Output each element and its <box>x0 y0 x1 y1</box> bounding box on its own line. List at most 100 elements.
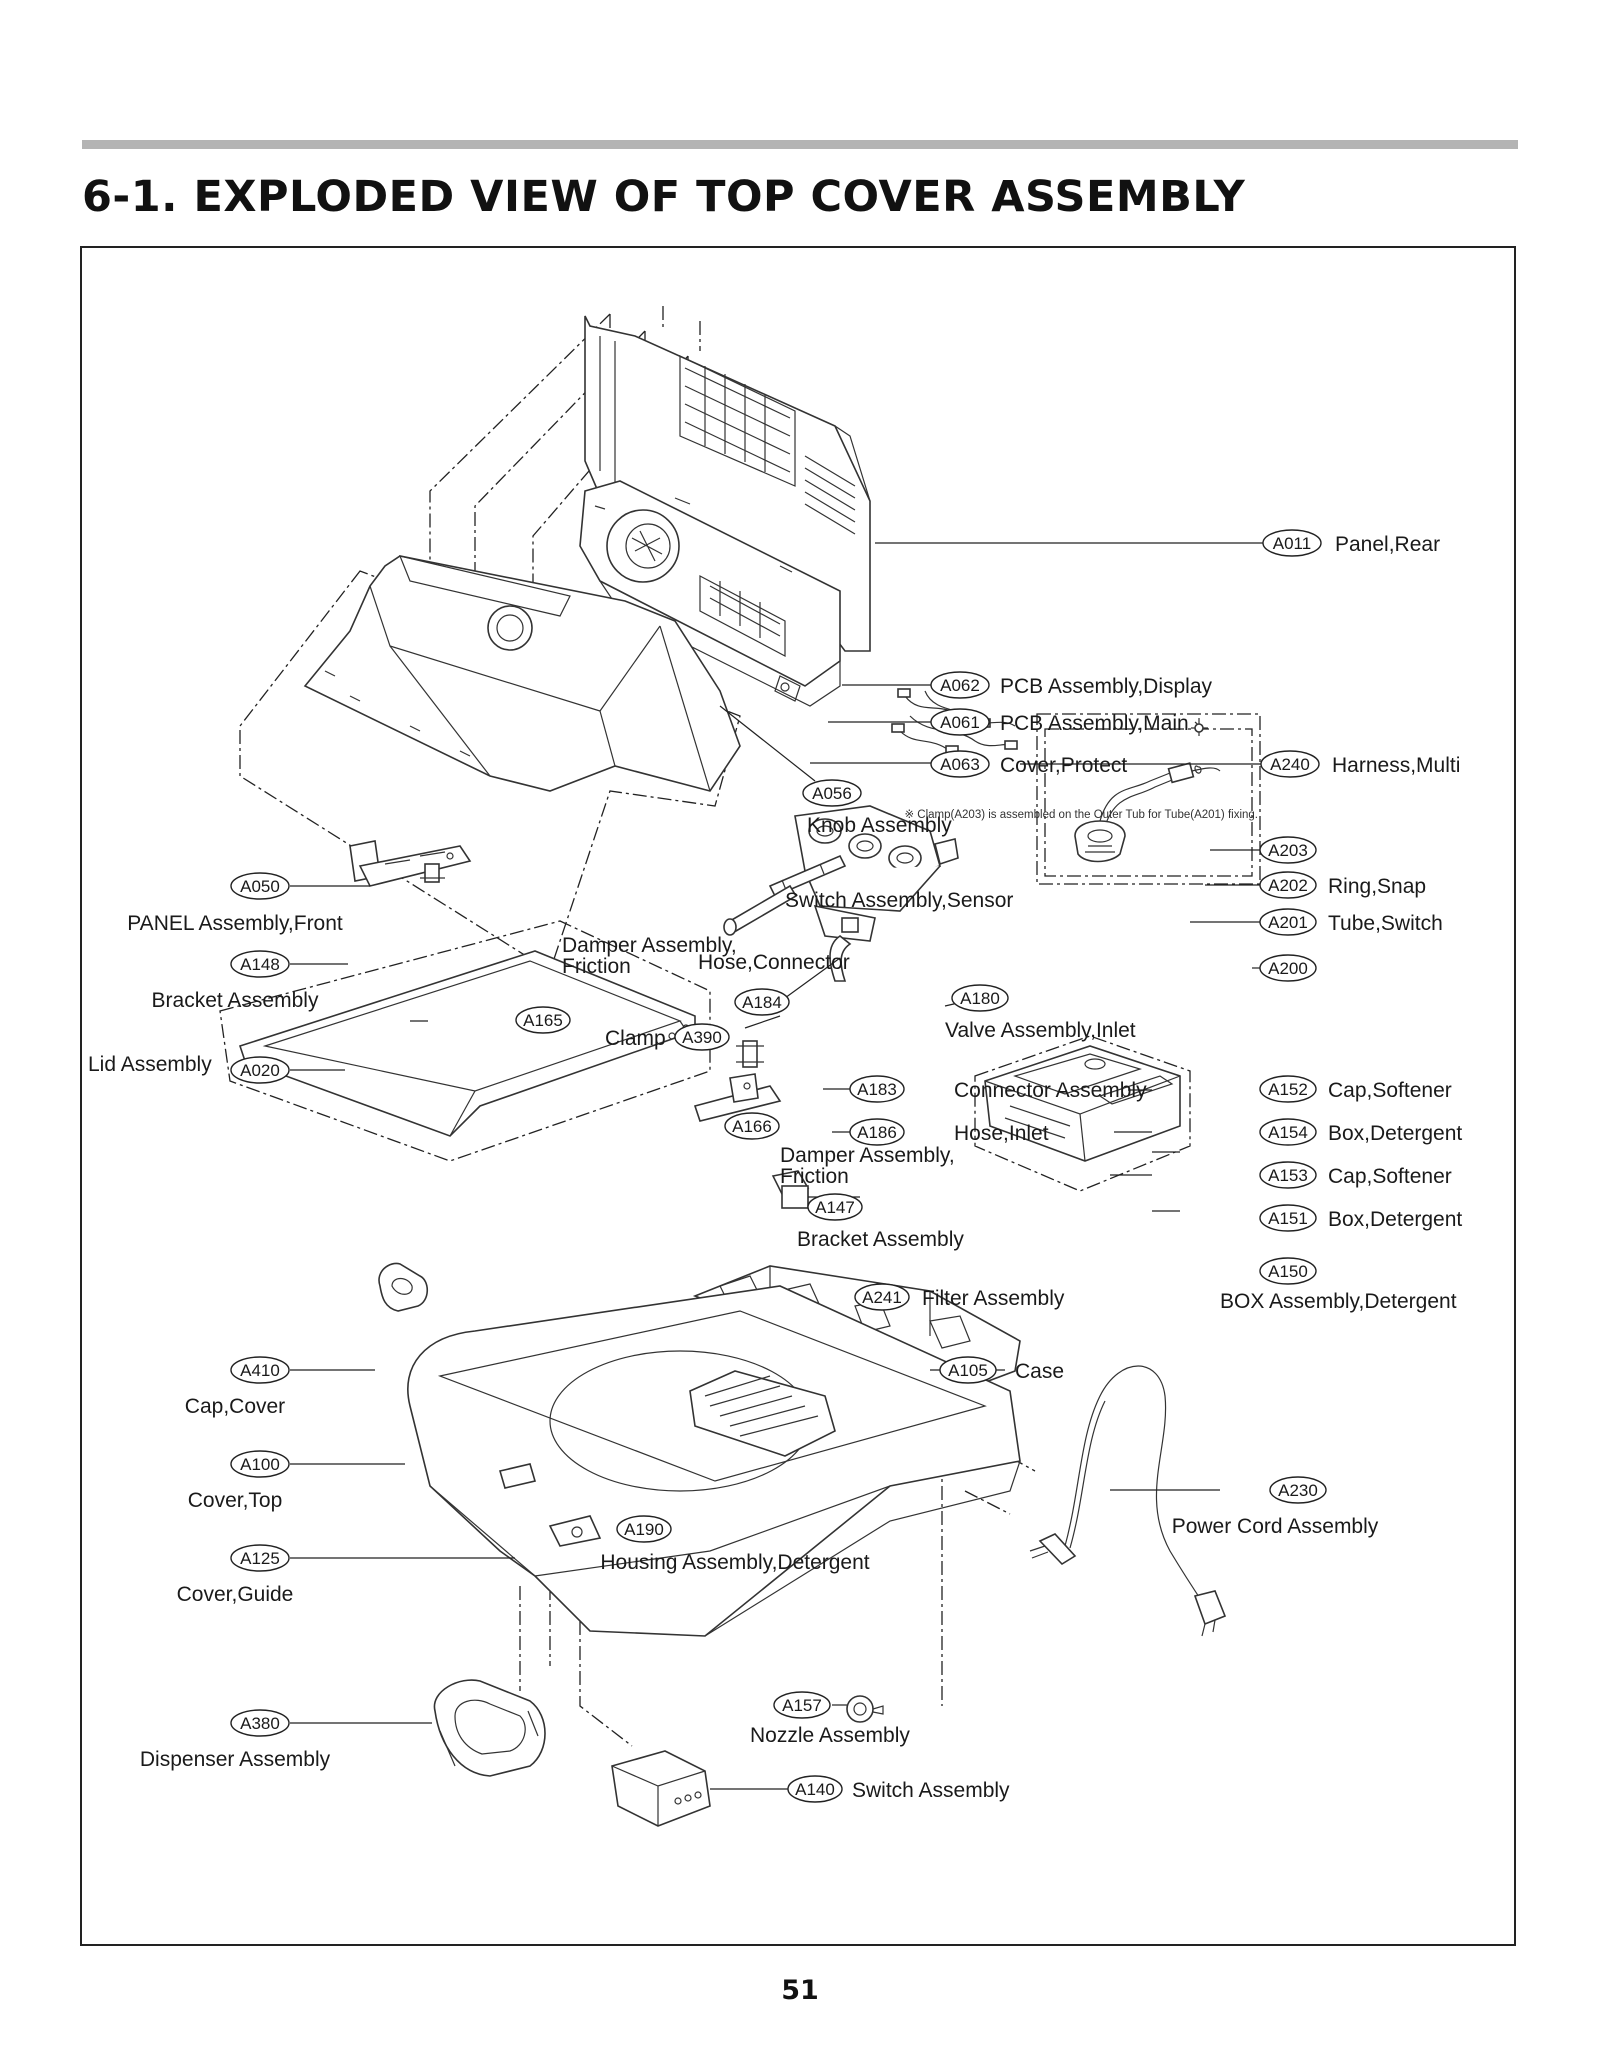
code-a050: A050 <box>240 877 280 896</box>
label-damper-friction-1-line1: Damper Assembly, <box>562 934 737 957</box>
label-a380: Dispenser Assembly <box>140 1748 331 1771</box>
label-a230: Power Cord Assembly <box>1172 1515 1379 1538</box>
code-a180: A180 <box>960 989 1000 1008</box>
callout-a011: A011 Panel,Rear <box>1262 529 1440 557</box>
bracket-148-part <box>349 840 472 887</box>
label-a151: Box,Detergent <box>1328 1208 1462 1231</box>
label-a140: Switch Assembly <box>852 1779 1010 1802</box>
nozzle-assembly-part <box>846 1695 884 1723</box>
rear-panel-part <box>584 315 871 652</box>
callout-a230: A230 Power Cord Assembly <box>1172 1476 1379 1538</box>
callout-a153: A153 Cap,Softener <box>1259 1161 1452 1189</box>
code-a157: A157 <box>782 1696 822 1715</box>
callout-a050: A050 PANEL Assembly,Front <box>127 872 343 935</box>
code-a380: A380 <box>240 1714 280 1733</box>
callout-a100: A100 Cover,Top <box>188 1450 290 1512</box>
label-a190: Housing Assembly,Detergent <box>600 1551 869 1574</box>
damper-165-part <box>420 863 445 883</box>
callout-a148: A148 Bracket Assembly <box>152 950 319 1012</box>
label-a152: Cap,Softener <box>1328 1079 1452 1102</box>
code-a202: A202 <box>1268 876 1308 895</box>
label-a063: Cover,Protect <box>1000 754 1127 777</box>
callout-a063: A063 Cover,Protect <box>930 750 1127 778</box>
label-a061: PCB Assembly,Main <box>1000 712 1189 735</box>
callout-a166: A166 Damper Assembly, Friction <box>724 1112 955 1188</box>
callout-a062: A062 PCB Assembly,Display <box>930 671 1213 699</box>
exploded-view-diagram: A011 Panel,Rear A062 PCB Assembly,Displa… <box>88 306 1462 1827</box>
code-a201: A201 <box>1268 913 1308 932</box>
label-a062: PCB Assembly,Display <box>1000 675 1213 698</box>
label-a166-line1: Damper Assembly, <box>780 1144 955 1167</box>
diagram-frame <box>80 246 1516 1946</box>
housing-detergent-part <box>689 1370 836 1457</box>
label-switch-sensor: Switch Assembly,Sensor <box>785 889 1013 912</box>
code-a150: A150 <box>1268 1262 1308 1281</box>
label-a186: Hose,Inlet <box>954 1122 1049 1145</box>
callout-a390: A390 Clamp <box>605 1023 730 1051</box>
code-a183: A183 <box>857 1080 897 1099</box>
code-a230: A230 <box>1278 1481 1318 1500</box>
callout-a152: A152 Cap,Softener <box>1259 1075 1452 1103</box>
callout-a154: A154 Box,Detergent <box>1259 1118 1462 1146</box>
callout-a201: A201 Tube,Switch <box>1259 908 1443 936</box>
label-a020: Lid Assembly <box>88 1053 212 1076</box>
callout-a410: A410 Cap,Cover <box>185 1356 290 1418</box>
code-a184: A184 <box>742 993 782 1012</box>
label-a390: Clamp <box>605 1027 666 1050</box>
callout-a056: A056 Knob Assembly <box>802 779 952 837</box>
code-a241: A241 <box>862 1288 902 1307</box>
label-a183: Connector Assembly <box>954 1079 1147 1102</box>
label-a153: Cap,Softener <box>1328 1165 1452 1188</box>
callout-a151: A151 Box,Detergent <box>1259 1204 1462 1232</box>
code-a125: A125 <box>240 1549 280 1568</box>
clamp-note: ※ Clamp(A203) is assembled on the Outer … <box>904 809 1258 821</box>
label-a166-line2: Friction <box>780 1165 849 1188</box>
callout-a202: A202 Ring,Snap <box>1259 871 1426 899</box>
callout-a157: A157 Nozzle Assembly <box>750 1691 910 1747</box>
leader-lines <box>290 542 1270 1790</box>
label-a056: Knob Assembly <box>807 814 952 837</box>
label-a105: Case <box>1015 1360 1064 1383</box>
page-title: 6-1. EXPLODED VIEW OF TOP COVER ASSEMBLY <box>82 172 1246 222</box>
front-panel-part <box>239 555 741 972</box>
callout-a183: A183 Connector Assembly <box>849 1075 1147 1103</box>
label-hose-connector: Hose,Connector <box>698 951 850 974</box>
label-a011: Panel,Rear <box>1335 533 1440 556</box>
code-a240: A240 <box>1270 755 1310 774</box>
code-a061: A061 <box>940 713 980 732</box>
callout-a180: A180 Valve Assembly,Inlet <box>945 984 1136 1042</box>
filter-assembly-part <box>771 1170 810 1209</box>
code-a203: A203 <box>1268 841 1308 860</box>
code-a151: A151 <box>1268 1209 1308 1228</box>
label-a241: Filter Assembly <box>922 1287 1065 1310</box>
code-a153: A153 <box>1268 1166 1308 1185</box>
cap-cover-part <box>378 1262 429 1312</box>
label-a201: Tube,Switch <box>1328 912 1443 935</box>
code-a020: A020 <box>240 1061 280 1080</box>
code-a100: A100 <box>240 1455 280 1474</box>
damper-166-part <box>736 1040 764 1068</box>
label-a148: Bracket Assembly <box>152 989 319 1012</box>
code-a166: A166 <box>732 1117 772 1136</box>
code-a410: A410 <box>240 1361 280 1380</box>
power-cord-part <box>1029 1365 1227 1637</box>
detergent-box-part <box>974 1035 1191 1192</box>
code-a390: A390 <box>682 1028 722 1047</box>
connector-183-part <box>813 904 876 942</box>
code-a200: A200 <box>1268 959 1308 978</box>
label-a157: Nozzle Assembly <box>750 1724 910 1747</box>
callout-a190: A190 Housing Assembly,Detergent <box>600 1515 870 1574</box>
label-a410: Cap,Cover <box>185 1395 285 1418</box>
callout-a020: A020 Lid Assembly <box>88 1053 290 1084</box>
code-a062: A062 <box>940 676 980 695</box>
code-a011: A011 <box>1273 534 1311 553</box>
code-a147: A147 <box>815 1198 855 1217</box>
callout-a061: A061 PCB Assembly,Main <box>930 708 1189 736</box>
callout-a200: A200 <box>1259 954 1317 982</box>
dispenser-assembly-part <box>433 1679 546 1777</box>
label-a180: Valve Assembly,Inlet <box>945 1019 1136 1042</box>
label-a125: Cover,Guide <box>177 1583 294 1606</box>
top-rule <box>82 140 1518 149</box>
code-a105: A105 <box>948 1361 988 1380</box>
callout-a165: A165 <box>515 1006 571 1034</box>
